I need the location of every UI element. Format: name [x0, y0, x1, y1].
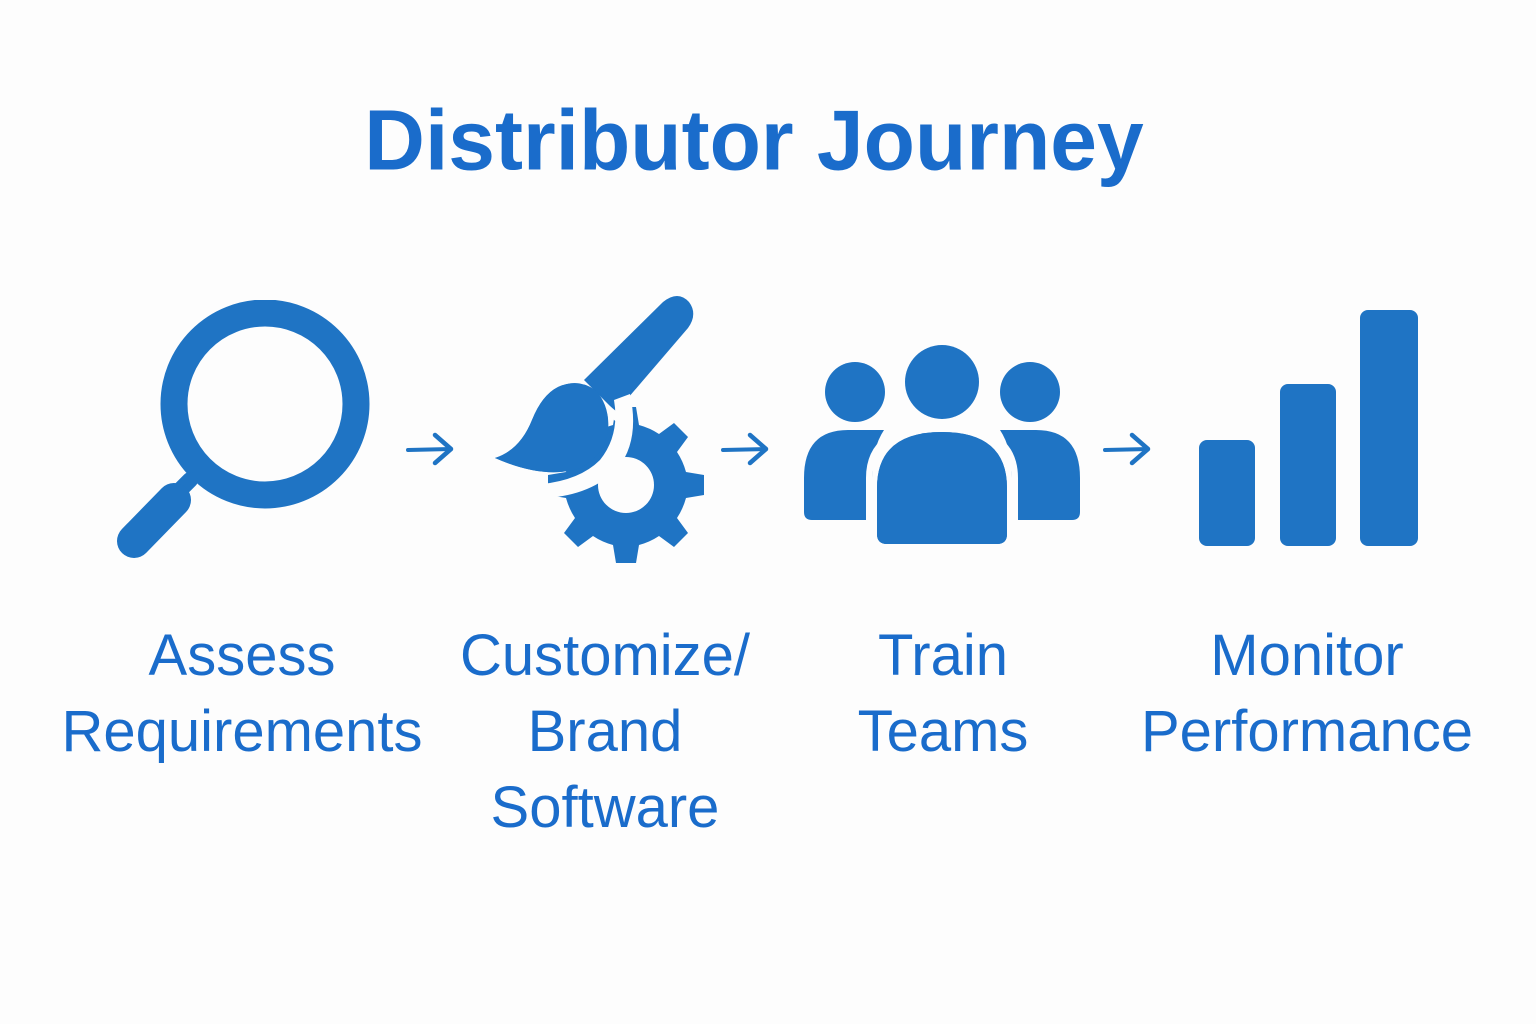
step-label-line: Brand	[527, 699, 683, 764]
step-label-line: Assess	[148, 623, 336, 688]
paintbrush-gear-icon	[480, 290, 710, 570]
step-label: Assess Requirements	[42, 618, 442, 770]
step-label: Train Teams	[743, 618, 1143, 770]
arrow-right-icon	[405, 432, 457, 466]
bar-medium	[1280, 384, 1336, 546]
step-label-line: Teams	[857, 699, 1029, 764]
step-label-line: Performance	[1140, 699, 1474, 764]
step-label-line: Requirements	[61, 699, 423, 764]
step-label-line: Train	[878, 623, 1008, 688]
step-label: Customize/ Brand Software	[405, 618, 805, 846]
step-label: Monitor Performance	[1107, 618, 1507, 770]
step-label-line: Software	[490, 775, 720, 840]
bar-large	[1360, 310, 1418, 546]
people-group-icon	[800, 338, 1084, 548]
bar-chart-icon	[1196, 308, 1422, 550]
arrow-right-icon	[1102, 432, 1154, 466]
diagram-title: Distributor Journey	[364, 92, 1144, 188]
magnifying-glass-icon	[112, 300, 372, 562]
arrow-right-icon	[720, 432, 772, 466]
step-label-line: Customize/	[459, 623, 751, 688]
bar-small	[1199, 440, 1255, 546]
step-label-line: Monitor	[1210, 623, 1404, 688]
